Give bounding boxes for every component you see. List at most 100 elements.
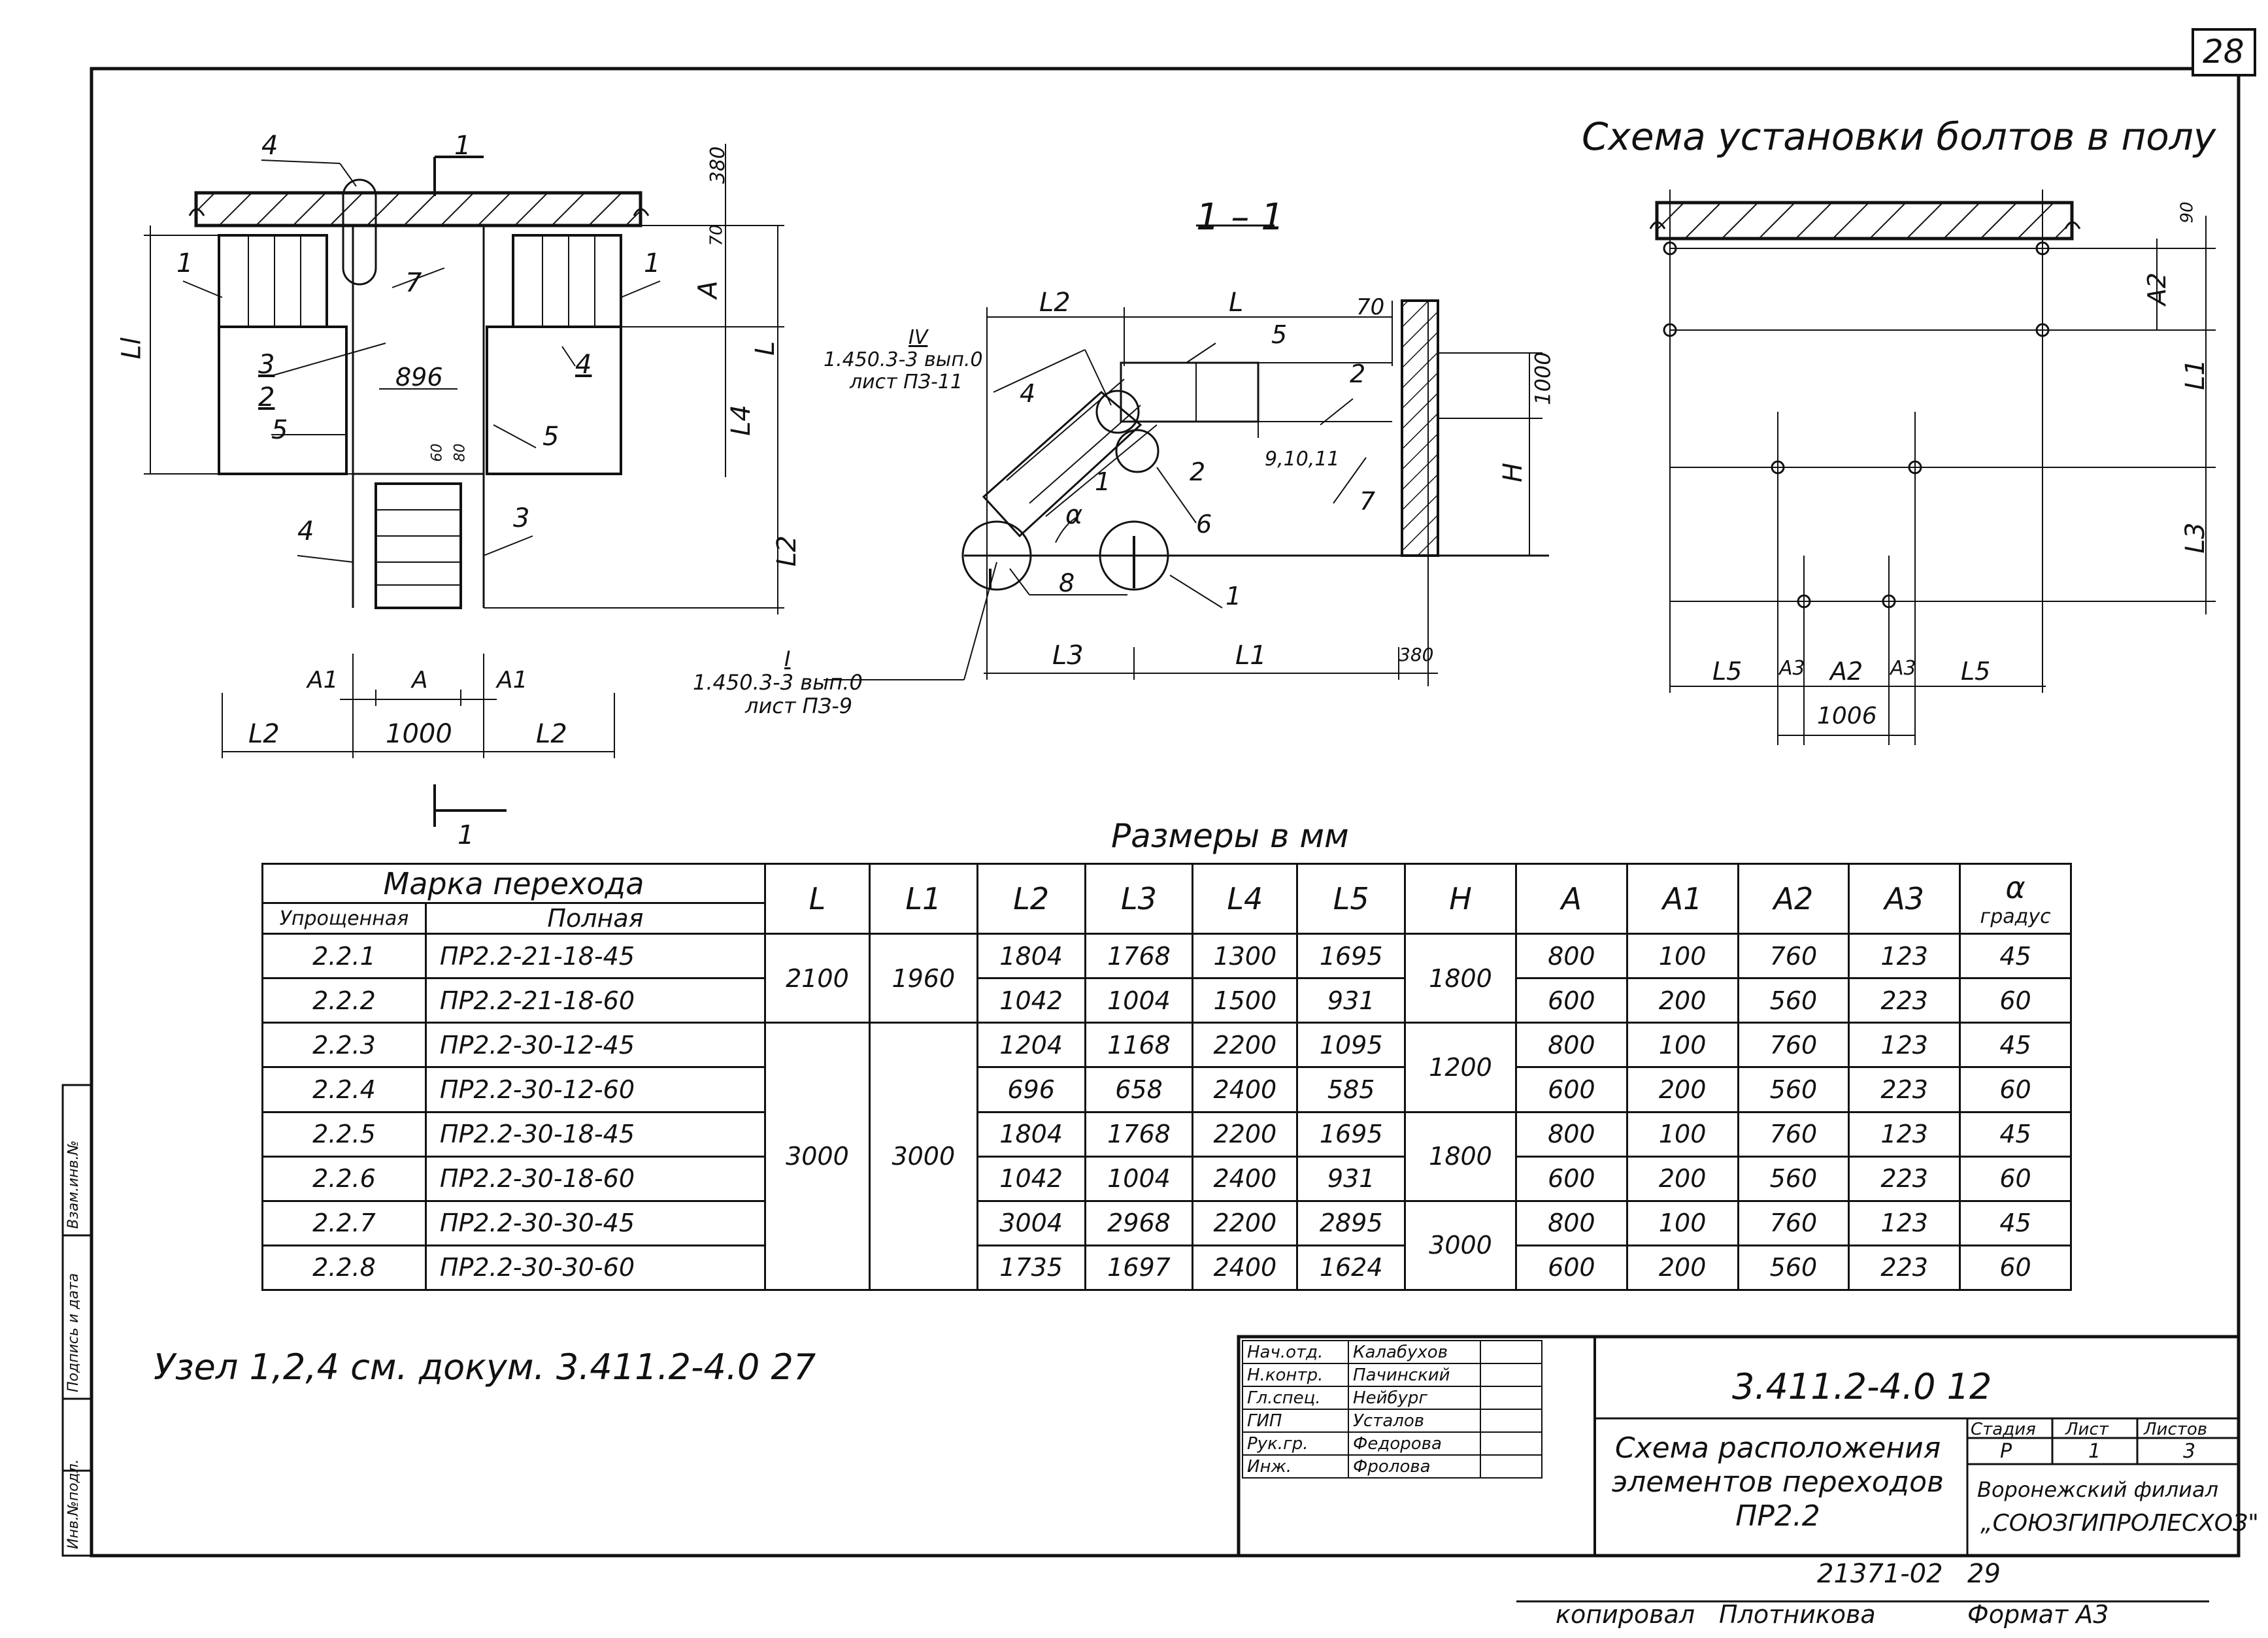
table-cell: 1804: [976, 1111, 1086, 1158]
table-cell: 760: [1737, 1199, 1850, 1246]
table-cell: 3004: [976, 1199, 1086, 1246]
table-cell: 200: [1626, 1244, 1739, 1292]
section-label: α: [1065, 500, 1083, 530]
signature-name: Пачинский: [1348, 1363, 1481, 1387]
plan-label: 4: [297, 516, 314, 546]
section-title: 1 – 1: [1196, 196, 1284, 239]
signature-name: Нейбург: [1348, 1386, 1481, 1410]
table-cell: 223: [1848, 1244, 1961, 1292]
copier-name: Плотникова: [1719, 1600, 1876, 1629]
table-cell: 1800: [1404, 933, 1517, 1024]
callout-bottom-sheet: лист ПЗ-9: [745, 694, 853, 718]
table-cell: 760: [1737, 1022, 1850, 1069]
table-cell: 658: [1084, 1066, 1194, 1113]
archive-page: 29: [1967, 1559, 2001, 1589]
alpha-symbol: α: [2005, 869, 2026, 905]
table-cell: 3000: [1404, 1199, 1517, 1292]
table-cell: 2400: [1192, 1066, 1299, 1113]
signature-name: Федорова: [1348, 1431, 1481, 1456]
table-cell: 45: [1959, 1111, 2072, 1158]
mark-header: Марка перехода: [261, 862, 767, 905]
table-cell: 931: [1296, 1155, 1407, 1202]
table-cell: 2.2.1: [261, 933, 427, 980]
plan-label: 60: [429, 443, 446, 462]
table-cell: 223: [1848, 1066, 1961, 1113]
col-header: L3: [1084, 862, 1194, 935]
table-cell: 3000: [868, 1022, 978, 1291]
table-cell: 223: [1848, 1155, 1961, 1202]
table-cell: 760: [1737, 1111, 1850, 1158]
signature-name: Фролова: [1348, 1454, 1481, 1479]
table-cell: 560: [1737, 1244, 1850, 1292]
table-cell: ПР2.2-30-12-45: [424, 1022, 767, 1069]
table-cell: 2.2.8: [261, 1244, 427, 1292]
callout-bottom-doc: 1.450.3-3 вып.0: [693, 670, 863, 695]
table-cell: ПР2.2-30-30-45: [424, 1199, 767, 1246]
table-cell: 200: [1626, 1066, 1739, 1113]
plan-label: A1: [497, 667, 528, 694]
section-view: [824, 224, 1549, 686]
bolts-label: A2: [2143, 272, 2172, 306]
bolts-label: A3: [1890, 657, 1916, 680]
table-cell: 800: [1514, 1199, 1628, 1246]
sheet-value: 1: [2088, 1440, 2101, 1463]
sub-header-short: Упрощенная: [261, 902, 427, 935]
plan-label: L: [750, 341, 781, 356]
table-cell: 1800: [1404, 1111, 1517, 1202]
signature-role: Н.контр.: [1241, 1363, 1350, 1387]
sheet-label: Лист: [2065, 1420, 2109, 1439]
table-cell: 123: [1848, 1199, 1961, 1246]
table-cell: 2.2.7: [261, 1199, 427, 1246]
plan-label: 3: [513, 503, 530, 533]
table-cell: 800: [1514, 1022, 1628, 1069]
side-stamp-replace: Взам.инв.№: [65, 1140, 82, 1229]
table-cell: 2895: [1296, 1199, 1407, 1246]
bolts-label: L1: [2180, 359, 2210, 390]
plan-label: 1: [458, 820, 475, 850]
signature-row: Гл.спец.Нейбург: [1241, 1386, 1543, 1410]
side-stamp-inv: Инв.№подл.: [65, 1459, 82, 1549]
table-cell: 2400: [1192, 1155, 1299, 1202]
table-cell: 100: [1626, 1022, 1739, 1069]
table-cell: 2400: [1192, 1244, 1299, 1292]
plan-label: 1000: [386, 719, 452, 749]
signature-role: Рук.гр.: [1241, 1431, 1350, 1456]
units-caption: Размеры в мм: [1111, 817, 1349, 855]
col-header: A3: [1848, 862, 1961, 935]
bolts-label: L3: [2180, 522, 2210, 554]
col-header: A2: [1737, 862, 1850, 935]
sheet-frame: [61, 28, 2256, 1558]
table-cell: 2200: [1192, 1111, 1299, 1158]
table-cell: 60: [1959, 1066, 2072, 1113]
table-cell: ПР2.2-30-18-45: [424, 1111, 767, 1158]
table-cell: 1500: [1192, 977, 1299, 1024]
section-label: 9,10,11: [1265, 448, 1340, 471]
archive-number: 21371-02: [1817, 1559, 1943, 1589]
col-header: H: [1404, 862, 1517, 935]
page-number: 28: [2203, 33, 2244, 71]
callout-top: IV 1.450.3-3 вып.0 лист ПЗ-11: [824, 327, 983, 393]
org-line1: Воронежский филиал: [1977, 1477, 2219, 1502]
table-cell: 1168: [1084, 1022, 1194, 1069]
table-cell: 600: [1514, 1155, 1628, 1202]
table-cell: 123: [1848, 933, 1961, 980]
plan-label: A: [412, 667, 428, 694]
plan-label: 5: [271, 415, 288, 445]
table-cell: 100: [1626, 933, 1739, 980]
table-cell: 1095: [1296, 1022, 1407, 1069]
table-cell: 60: [1959, 1155, 2072, 1202]
bolts-title: Схема установки болтов в полу: [1582, 114, 2216, 159]
table-cell: 1804: [976, 933, 1086, 980]
table-cell: 1960: [868, 933, 978, 1024]
plan-label: 3: [258, 350, 275, 380]
title-block-frame: [1237, 1335, 2241, 1603]
spec-table: Марка перехода L L1 L2 L3 L4 L5 H A A1 A…: [261, 862, 2072, 1292]
table-cell: 2.2.3: [261, 1022, 427, 1069]
table-cell: 696: [976, 1066, 1086, 1113]
section-label: 7: [1359, 487, 1376, 516]
section-label: L1: [1235, 641, 1267, 671]
